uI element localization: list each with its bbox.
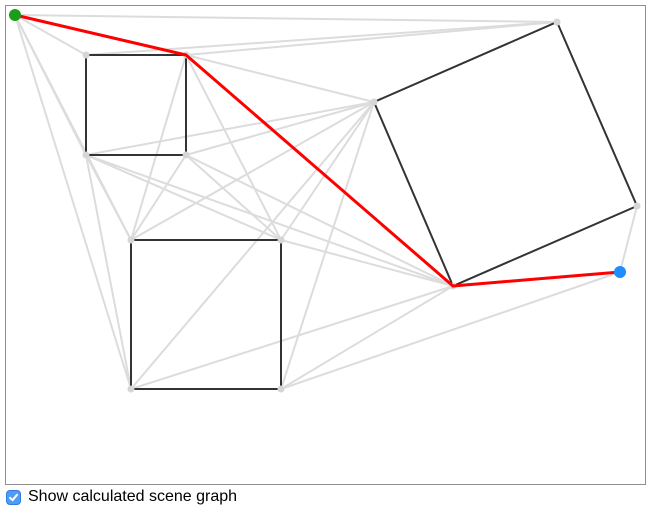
- graph-vertex: [127, 385, 135, 393]
- visibility-edge: [280, 271, 621, 390]
- graph-vertex: [82, 51, 90, 59]
- visibility-edge: [14, 14, 558, 23]
- visibility-edge: [130, 101, 375, 390]
- visibility-edge: [185, 54, 282, 241]
- visibility-edge: [130, 154, 187, 241]
- graph-vertex: [553, 18, 561, 26]
- visibility-edge: [85, 21, 558, 56]
- graph-vertex: [277, 236, 285, 244]
- show-scene-graph-checkbox[interactable]: [6, 489, 21, 505]
- shortest-path-segment: [13, 13, 188, 57]
- visibility-edge: [85, 154, 282, 241]
- start-point-icon[interactable]: [9, 9, 21, 21]
- visibility-edge: [14, 14, 132, 390]
- show-scene-graph-option[interactable]: Show calculated scene graph: [6, 487, 237, 507]
- obstacle-rotated-square: [372, 20, 639, 288]
- graph-vertex: [277, 385, 285, 393]
- checkmark-icon: [9, 493, 18, 501]
- shortest-path-segment: [184, 53, 455, 288]
- visibility-edge: [185, 21, 558, 56]
- visibility-edge: [85, 154, 454, 287]
- visibility-edge: [185, 101, 375, 156]
- visibility-edge: [130, 101, 375, 241]
- visibility-edge: [85, 101, 375, 156]
- visibility-edge: [85, 154, 132, 241]
- visibility-edge: [280, 101, 375, 241]
- graph-vertex: [82, 151, 90, 159]
- scene-canvas[interactable]: [5, 5, 646, 485]
- visibility-edge: [280, 285, 454, 390]
- visibility-edge: [619, 205, 638, 273]
- shortest-path-segment: [451, 270, 622, 288]
- obstacle-square-lower-left: [130, 239, 282, 390]
- show-scene-graph-label[interactable]: Show calculated scene graph: [28, 488, 238, 505]
- visibility-edge: [185, 154, 454, 287]
- end-point-icon[interactable]: [614, 266, 626, 278]
- graph-vertex: [370, 98, 378, 106]
- graph-vertex: [633, 202, 641, 210]
- graph-vertex: [182, 151, 190, 159]
- visibility-edge: [85, 154, 132, 390]
- visibility-edge: [280, 101, 375, 390]
- graph-vertex: [127, 236, 135, 244]
- visibility-edge: [280, 239, 454, 287]
- visibility-edge: [14, 14, 87, 56]
- visibility-edge: [185, 54, 375, 103]
- visibility-edge: [130, 54, 187, 241]
- visibility-edge: [185, 154, 282, 241]
- visibility-edge: [130, 285, 454, 390]
